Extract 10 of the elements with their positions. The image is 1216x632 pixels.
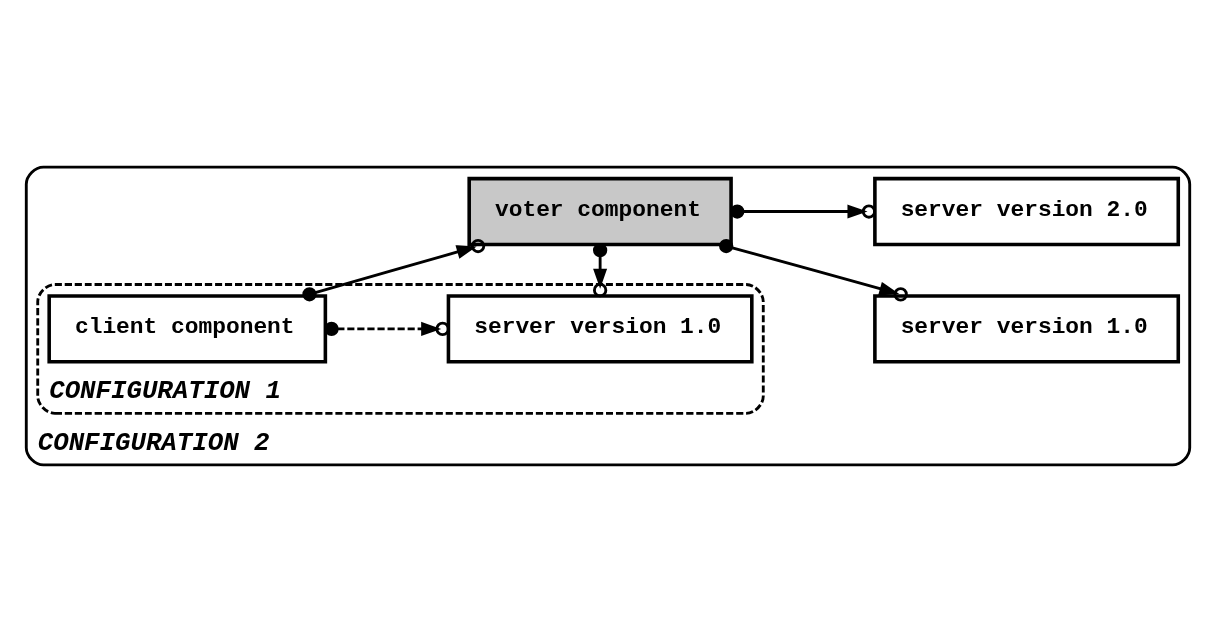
node-box: client component [47, 294, 328, 364]
arrow [593, 243, 608, 298]
arrow [719, 238, 908, 302]
node-box: server version 1.0 [873, 294, 1181, 364]
node-box: server version 1.0 [446, 294, 754, 364]
node-box: voter component [467, 176, 733, 247]
arrow [324, 321, 450, 337]
node-box: server version 2.0 [873, 176, 1181, 247]
arrow [302, 238, 486, 302]
arrow [730, 204, 877, 219]
